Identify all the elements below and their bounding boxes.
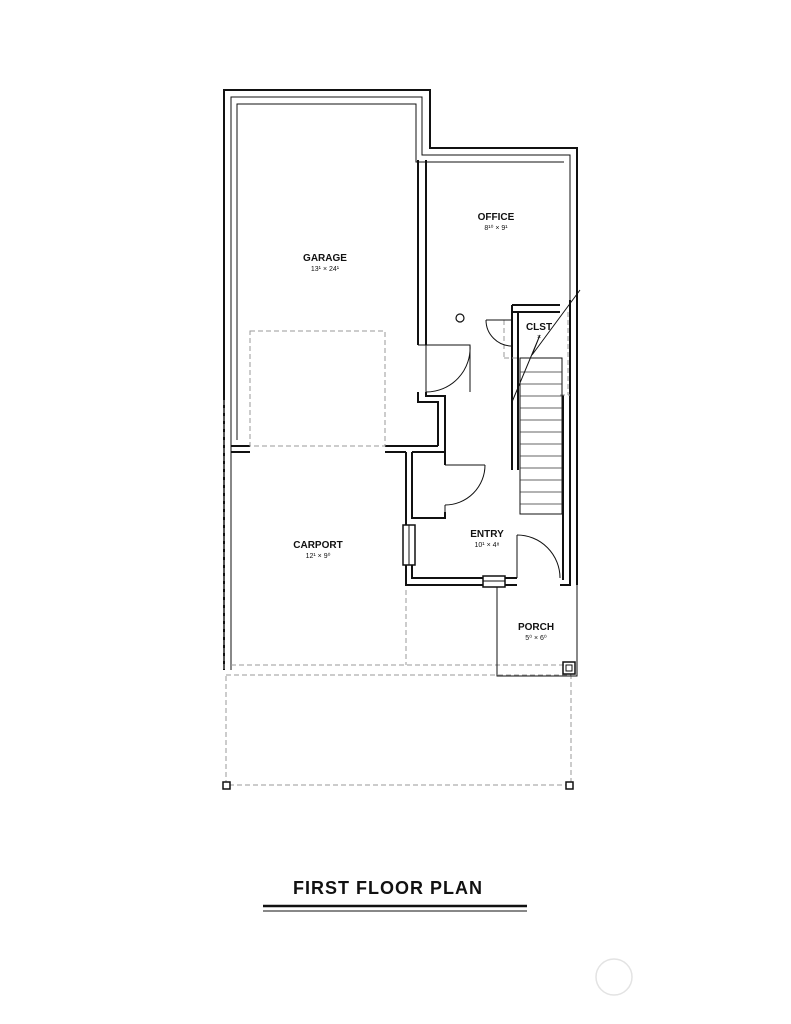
plan-title-block: FIRST FLOOR PLAN: [263, 878, 527, 912]
garage-dims: 13¹ × 24¹: [311, 266, 340, 273]
exterior-walls: [223, 89, 578, 670]
entry-dims: 10¹ × 4⁸: [475, 542, 500, 549]
office-label: OFFICE: [478, 212, 515, 223]
entry-label: ENTRY: [470, 529, 504, 540]
staircase: [511, 289, 581, 515]
office-dims: 8¹⁰ × 9¹: [484, 224, 508, 232]
carport-label: CARPORT: [293, 540, 342, 551]
plan-title: FIRST FLOOR PLAN: [293, 878, 483, 898]
porch: [496, 585, 578, 677]
post-markers: [222, 781, 574, 790]
carport-dims: 12¹ × 9⁰: [306, 552, 331, 560]
watermark-circle-icon: [595, 958, 633, 996]
garage-label: GARAGE: [303, 253, 347, 264]
clst-dims: ×: [537, 334, 541, 341]
windows: [402, 524, 506, 588]
room-labels: GARAGE 13¹ × 24¹ OFFICE 8¹⁰ × 9¹ CLST × …: [293, 212, 554, 642]
fixture-icon: [455, 313, 465, 323]
doors: [418, 319, 561, 579]
porch-dims: 5⁰ × 6⁰: [525, 634, 547, 642]
clst-label: CLST: [526, 322, 552, 333]
dashed-outlines: [223, 312, 575, 786]
porch-label: PORCH: [518, 622, 554, 633]
